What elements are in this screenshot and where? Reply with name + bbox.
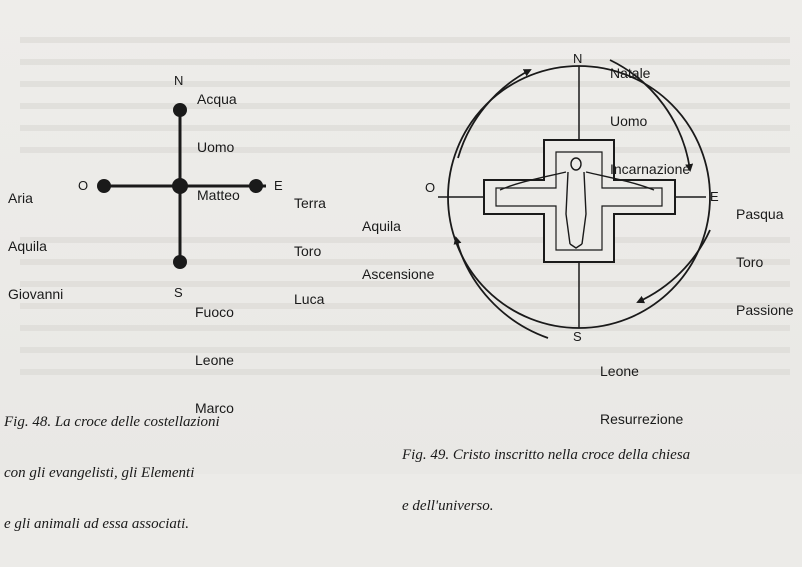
fig48-east-line3: Luca <box>294 291 325 307</box>
fig48-caption-line1: Fig. 48. La croce delle costellazioni <box>4 414 220 430</box>
fig49-east-line1: Pasqua <box>736 206 784 222</box>
fig48-west-dot <box>97 179 111 193</box>
fig49-west-letter: O <box>425 180 436 195</box>
fig49-north-line1: Natale <box>610 65 651 81</box>
fig48-north-dot <box>173 103 187 117</box>
fig49-north-letter: N <box>573 51 583 66</box>
fig49-caption: Fig. 49. Cristo inscritto nella croce de… <box>402 413 690 549</box>
fig48-cross-diagram <box>97 103 266 269</box>
fig48-west-line3: Giovanni <box>8 286 64 302</box>
fig49-rotation-arrows <box>453 59 711 339</box>
fig48-north-line3: Matteo <box>197 187 240 203</box>
fig49-arrow-se <box>636 229 711 304</box>
fig49-west-label: Aquila Ascensione <box>362 186 434 314</box>
fig48-south-dot <box>173 255 187 269</box>
fig49-east-label: Pasqua Toro Passione <box>736 174 802 350</box>
fig49-caption-line2: e dell'universo. <box>402 498 494 514</box>
fig49-north-line2: Uomo <box>610 113 648 129</box>
fig49-south-line1: Leone <box>600 363 639 379</box>
fig48-center-dot <box>172 178 188 194</box>
fig48-north-line2: Uomo <box>197 139 235 155</box>
fig49-north-line3: Incarnazione <box>610 161 691 177</box>
fig48-east-line1: Terra <box>294 195 326 211</box>
fig48-west-line1: Aria <box>8 190 33 206</box>
fig49-cosmic-cross-diagram <box>438 59 711 339</box>
fig49-east-line3: Passione <box>736 302 794 318</box>
fig49-christ-body <box>565 171 587 245</box>
fig48-north-letter: N <box>174 73 184 88</box>
fig49-west-line2: Ascensione <box>362 266 435 282</box>
fig48-south-line3: Marco <box>195 400 234 416</box>
fig48-south-line2: Leone <box>195 352 234 368</box>
fig49-christ-feet <box>569 243 583 249</box>
fig49-caption-line1: Fig. 49. Cristo inscritto nella croce de… <box>402 447 691 463</box>
fig48-north-label: Acqua Uomo Matteo <box>197 59 240 235</box>
fig48-east-dot <box>249 179 263 193</box>
fig48-caption-line3: e gli animali ad essa associati. <box>4 516 189 532</box>
fig49-east-letter: E <box>710 189 719 204</box>
fig49-church-cross <box>483 139 676 263</box>
book-page: N S E O Acqua Uomo Matteo Aria Aquila Gi… <box>0 0 802 532</box>
fig48-west-letter: O <box>78 178 89 193</box>
fig49-south-letter: S <box>573 329 582 344</box>
fig49-christ-figure <box>499 157 655 249</box>
fig49-north-label: Natale Uomo Incarnazione <box>610 33 690 209</box>
fig48-south-label: Fuoco Leone Marco <box>195 272 234 448</box>
fig48-east-label: Terra Toro Luca <box>294 163 326 339</box>
fig48-east-line2: Toro <box>294 243 322 259</box>
fig49-west-line1: Aquila <box>362 218 401 234</box>
fig49-arrow-nw <box>457 69 532 159</box>
fig48-north-line1: Acqua <box>197 91 237 107</box>
fig49-arrow-sw <box>453 236 549 339</box>
fig48-west-label: Aria Aquila Giovanni <box>8 158 63 334</box>
fig48-east-letter: E <box>274 178 283 193</box>
fig48-west-line2: Aquila <box>8 238 47 254</box>
fig49-christ-arms <box>499 171 655 191</box>
fig48-south-line1: Fuoco <box>195 304 234 320</box>
fig49-south-line2: Resurrezione <box>600 411 684 427</box>
fig49-inner-cross-outline <box>495 151 663 251</box>
fig49-christ-head <box>570 157 582 171</box>
fig48-south-letter: S <box>174 285 183 300</box>
fig49-arrow-ne <box>609 59 694 172</box>
background-text-texture <box>20 37 790 375</box>
fig49-south-label: Leone Resurrezione <box>600 331 683 459</box>
fig49-east-line2: Toro <box>736 254 764 270</box>
